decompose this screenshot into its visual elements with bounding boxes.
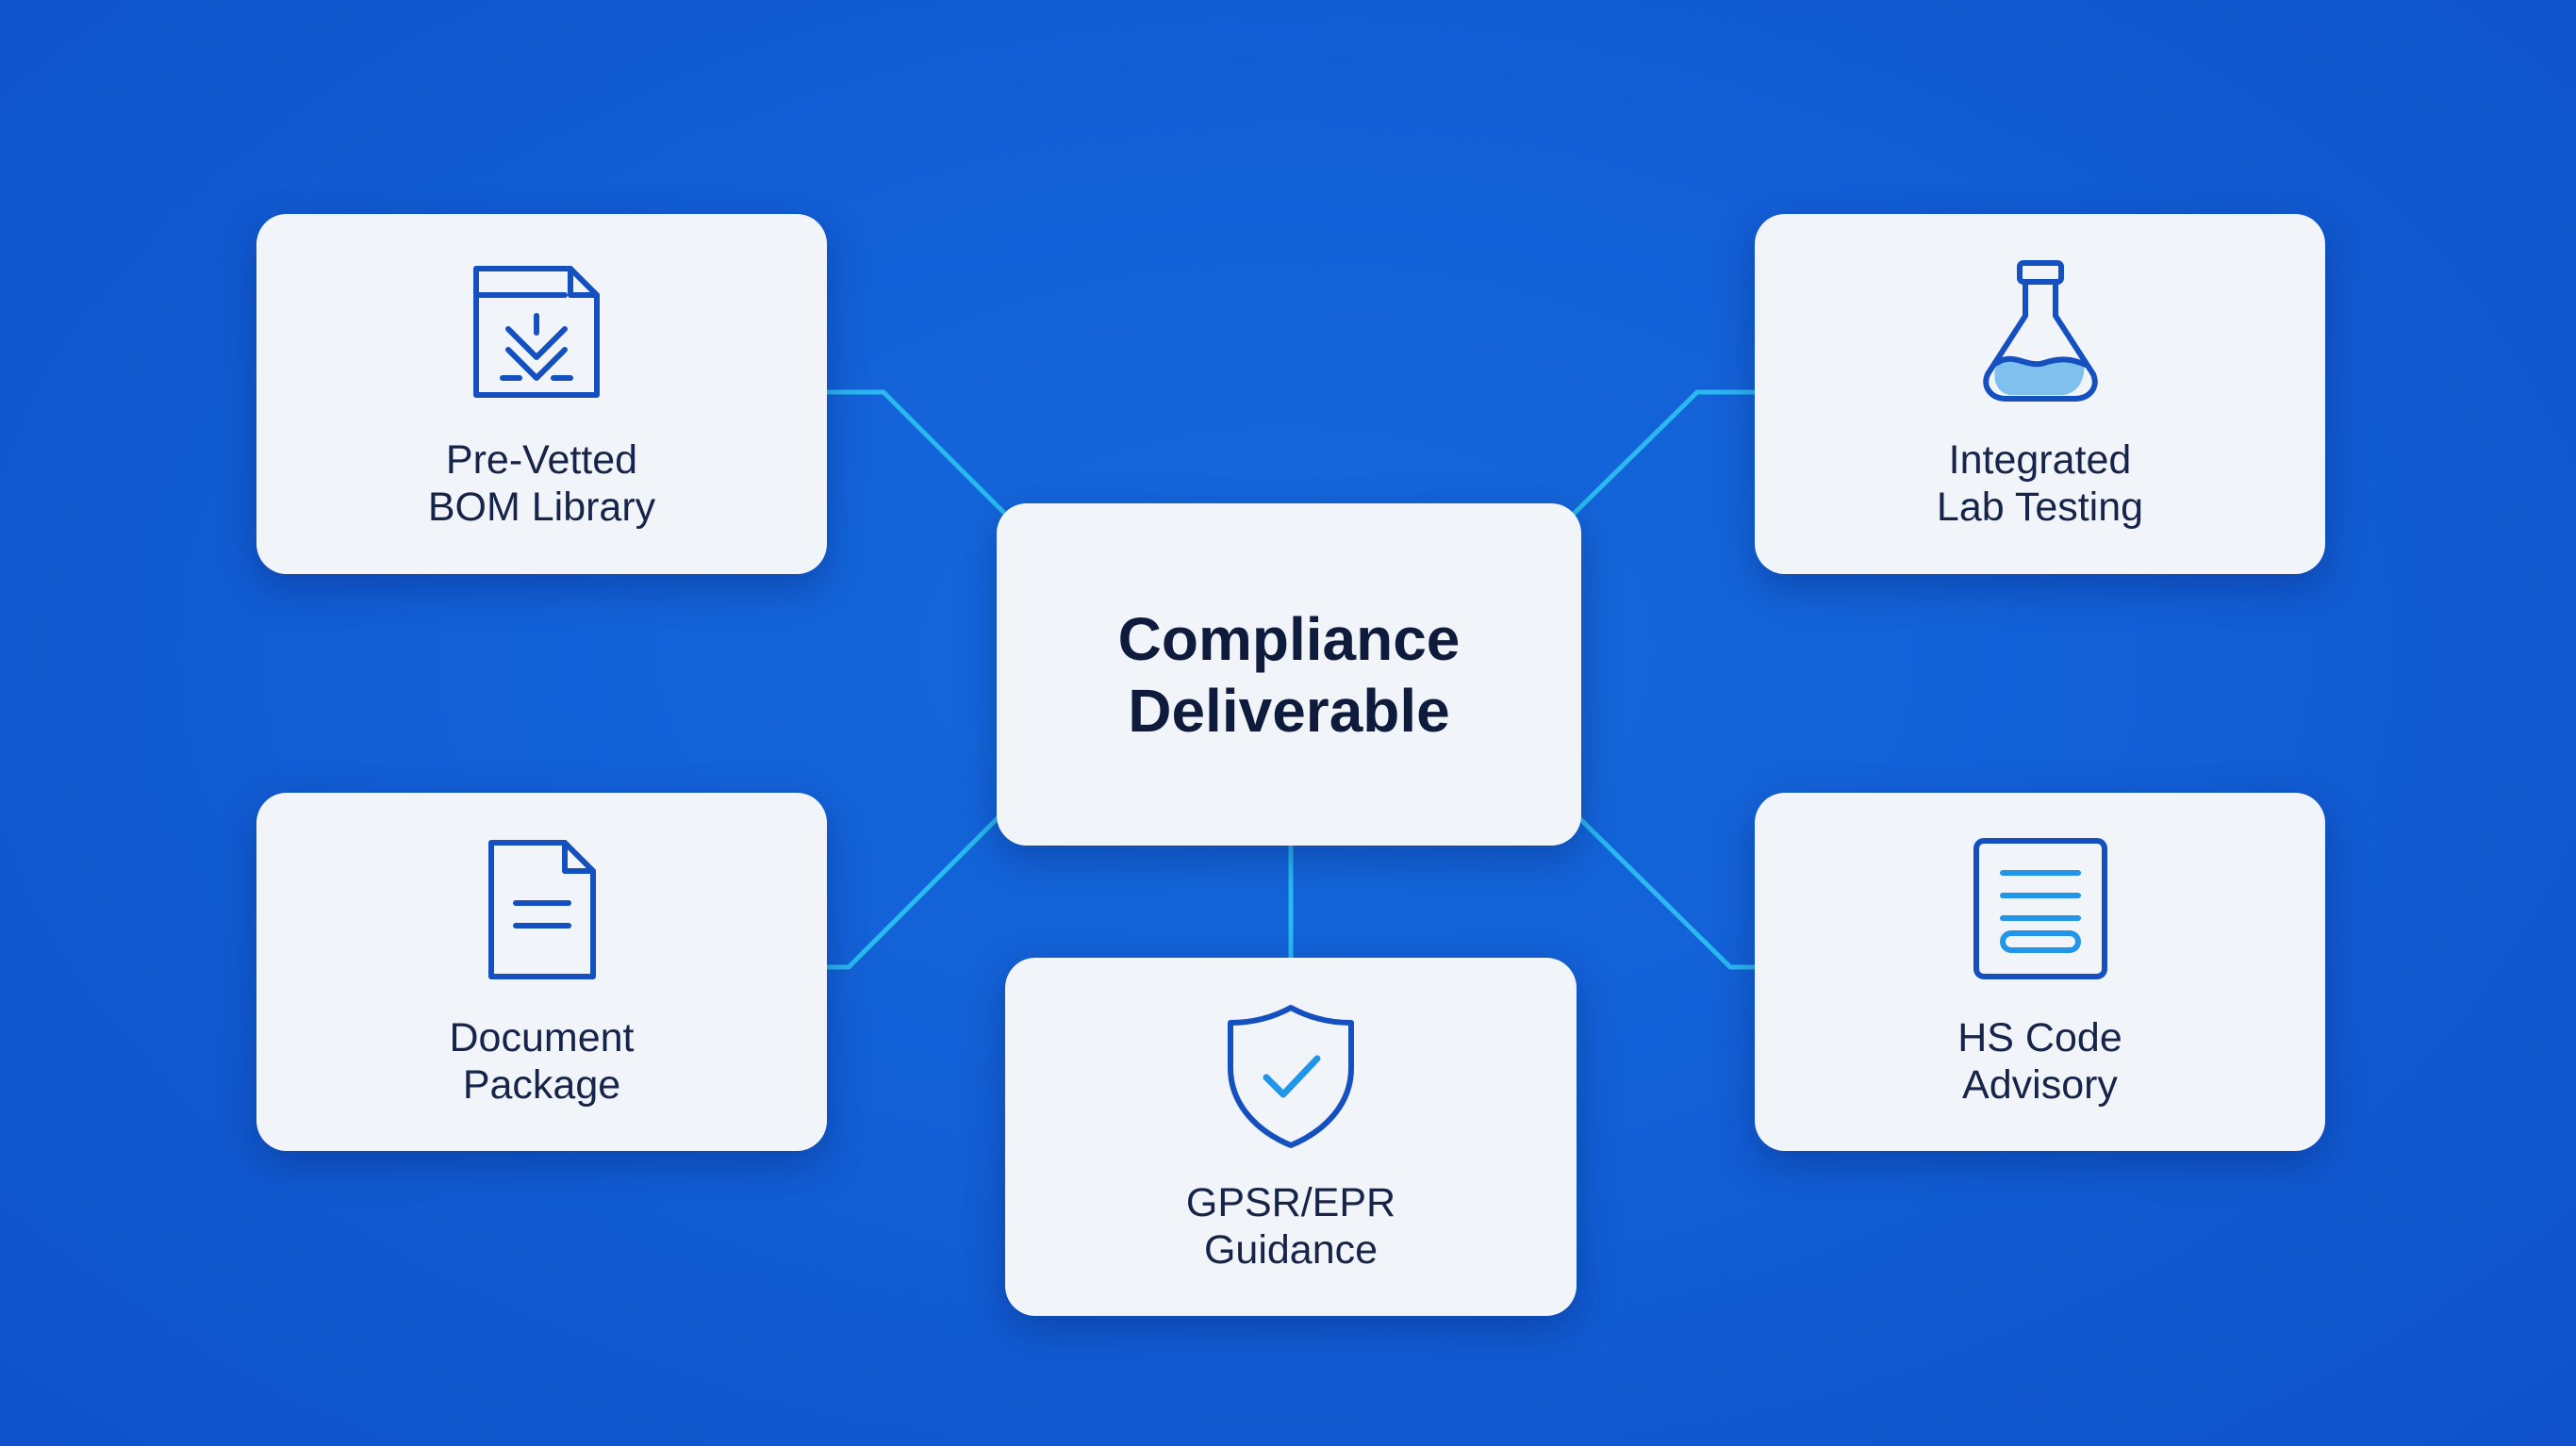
node-gpsr-epr-guidance[interactable]: GPSR/EPR Guidance <box>1005 958 1577 1316</box>
connector-lab <box>1571 389 1758 517</box>
node-gpsr-label-line2: Guidance <box>1203 1227 1379 1273</box>
node-hs-label-line2: Advisory <box>1962 1062 2118 1108</box>
shield-check-icon <box>1228 1005 1354 1148</box>
bom-library-icon <box>472 266 600 398</box>
node-hs-code-advisory[interactable]: HS Code Advisory <box>1755 793 2325 1151</box>
connector-hs <box>1575 813 1758 970</box>
node-bom-label-line1: Pre-Vetted <box>445 437 638 483</box>
connector-bom <box>824 389 1008 517</box>
list-doc-icon <box>1973 838 2107 979</box>
node-hs-label-line1: HS Code <box>1957 1015 2122 1060</box>
center-title-line2: Deliverable <box>1128 676 1450 745</box>
connector-doc <box>824 813 1002 970</box>
node-lab-label-line1: Integrated <box>1948 437 2132 483</box>
node-doc-label-line2: Package <box>462 1062 621 1108</box>
node-gpsr-label-line1: GPSR/EPR <box>1185 1180 1396 1225</box>
document-icon <box>487 840 596 979</box>
node-lab-label-line2: Lab Testing <box>1936 485 2144 530</box>
node-document-package[interactable]: Document Package <box>256 793 827 1151</box>
lab-flask-icon <box>1982 260 2098 402</box>
center-node-compliance-deliverable[interactable]: Compliance Deliverable <box>997 503 1581 846</box>
node-doc-label-line1: Document <box>449 1015 635 1060</box>
center-title-line1: Compliance <box>1117 604 1461 673</box>
node-lab-testing[interactable]: Integrated Lab Testing <box>1755 214 2325 574</box>
node-bom-label-line2: BOM Library <box>427 485 656 530</box>
node-bom-library[interactable]: Pre-Vetted BOM Library <box>256 214 827 574</box>
